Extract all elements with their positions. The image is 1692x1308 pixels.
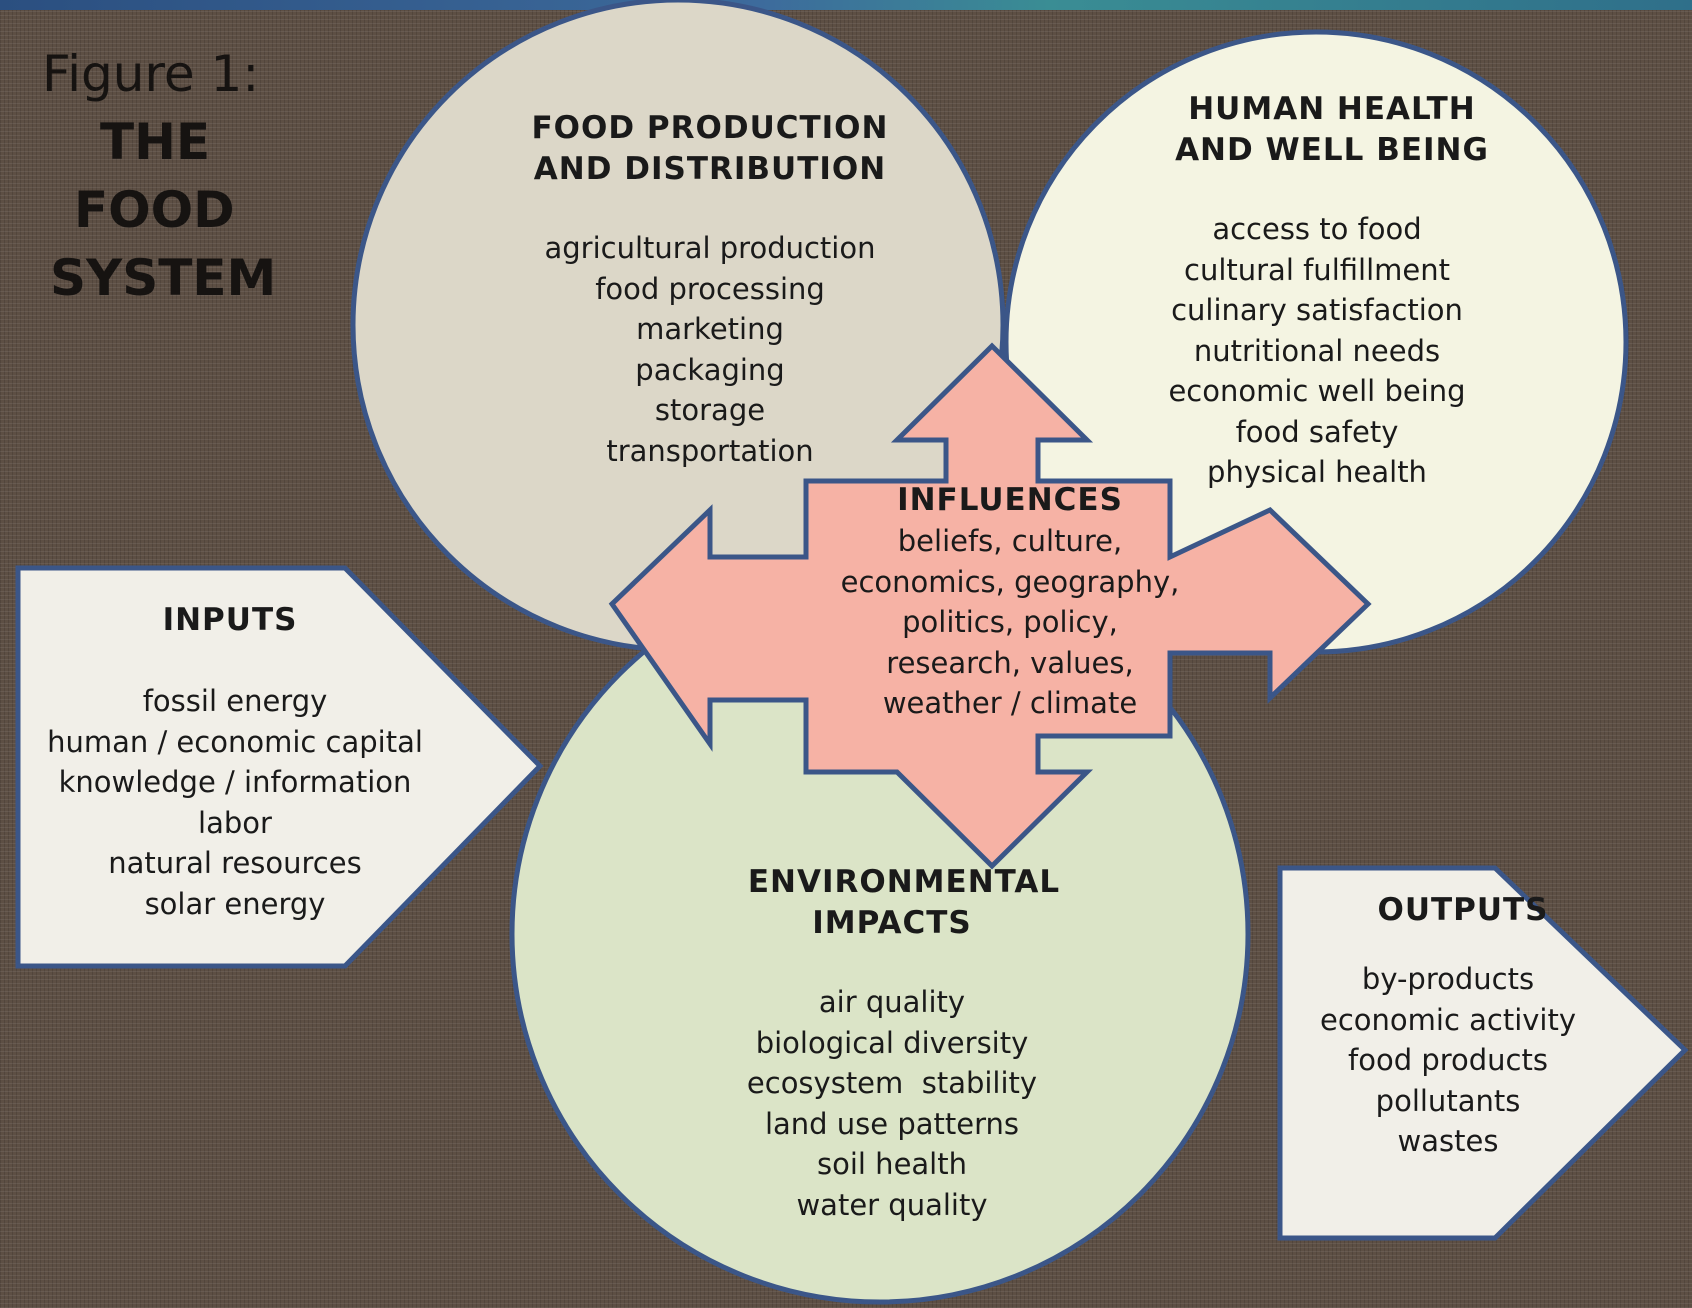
list-item: human / economic capital (47, 724, 423, 759)
list-item: land use patterns (764, 1106, 1020, 1141)
inputs-title: INPUTS (162, 602, 298, 638)
list-item: physical health (1207, 455, 1427, 489)
outputs-items: by-products economic activity food produ… (1288, 959, 1608, 1162)
environmental-title-line: ENVIRONMENTAL (747, 864, 1061, 900)
environmental-title-line: IMPACTS (812, 905, 972, 941)
human-health-text: HUMAN HEALTH AND WELL BEING access to fo… (1102, 89, 1562, 493)
list-item: solar energy (144, 886, 326, 921)
list-item: labor (198, 805, 272, 840)
list-item: marketing (636, 312, 784, 346)
figure-title-line: Figure 1: (42, 45, 260, 103)
list-item: knowledge / information (58, 765, 412, 799)
list-item: nutritional needs (1193, 333, 1441, 368)
food-production-title-line: AND DISTRIBUTION (533, 151, 887, 187)
human-health-items: access to food cultural fulfillment culi… (1072, 209, 1562, 493)
figure-title: Figure 1: THE FOOD SYSTEM (42, 40, 302, 312)
food-production-items: agricultural production food processing … (470, 228, 950, 471)
influences-title: INFLUENCES (897, 482, 1123, 518)
list-item: natural resources (108, 846, 362, 880)
list-item: politics, policy, (902, 605, 1118, 639)
inputs-box (15, 565, 544, 969)
food-production-title-line: FOOD PRODUCTION (531, 110, 889, 146)
human-health-title-line: HUMAN HEALTH (1188, 91, 1476, 127)
list-item: wastes (1397, 1124, 1499, 1158)
list-item: storage (654, 393, 766, 427)
environmental-impacts-title: ENVIRONMENTAL IMPACTS (672, 862, 1112, 944)
outputs-text: OUTPUTS by-products economic activity fo… (1288, 890, 1608, 1162)
list-item: food processing (595, 271, 825, 306)
list-item: access to food (1212, 212, 1422, 246)
inputs-items: fossil energy human / economic capital k… (30, 681, 440, 924)
outputs-title: OUTPUTS (1377, 892, 1549, 928)
list-item: packaging (635, 352, 785, 387)
human-health-title-line: AND WELL BEING (1175, 132, 1489, 168)
outputs-box (1277, 865, 1689, 1241)
environmental-impacts-items: air quality biological diversity ecosyst… (672, 982, 1112, 1225)
list-item: beliefs, culture, (897, 524, 1123, 558)
top-banner (0, 0, 1692, 10)
list-item: fossil energy (142, 684, 328, 718)
list-item: economic activity (1319, 1002, 1576, 1037)
food-production-text: FOOD PRODUCTION AND DISTRIBUTION agricul… (470, 108, 950, 471)
list-item: air quality (818, 985, 966, 1019)
environmental-impacts-text: ENVIRONMENTAL IMPACTS air quality biolog… (672, 862, 1112, 1225)
list-item: transportation (606, 433, 814, 468)
list-item: water quality (796, 1187, 988, 1222)
list-item: ecosystem stability (746, 1066, 1038, 1100)
figure-title-line: FOOD (74, 181, 235, 239)
list-item: cultural fulfillment (1184, 252, 1450, 287)
figure-title-line: SYSTEM (50, 249, 277, 307)
influences-four-way-arrow (608, 342, 1372, 870)
human-health-title: HUMAN HEALTH AND WELL BEING (1102, 89, 1562, 171)
list-item: economics, geography, (840, 564, 1180, 599)
influences-items: beliefs, culture, economics, geography, … (800, 521, 1220, 724)
list-item: economic well being (1168, 374, 1466, 408)
list-item: biological diversity (755, 1025, 1029, 1060)
list-item: pollutants (1375, 1083, 1521, 1118)
influences-text: INFLUENCES beliefs, culture, economics, … (800, 480, 1220, 724)
list-item: weather / climate (882, 686, 1138, 720)
list-item: food safety (1235, 414, 1399, 449)
list-item: research, values, (886, 645, 1134, 680)
inputs-text: INPUTS fossil energy human / economic ca… (30, 600, 440, 924)
list-item: agricultural production (544, 231, 876, 265)
figure-title-line: THE (100, 113, 211, 171)
list-item: by-products (1361, 962, 1535, 996)
food-production-title: FOOD PRODUCTION AND DISTRIBUTION (470, 108, 950, 190)
list-item: culinary satisfaction (1171, 293, 1463, 327)
list-item: soil health (817, 1147, 967, 1181)
list-item: food products (1348, 1043, 1548, 1077)
